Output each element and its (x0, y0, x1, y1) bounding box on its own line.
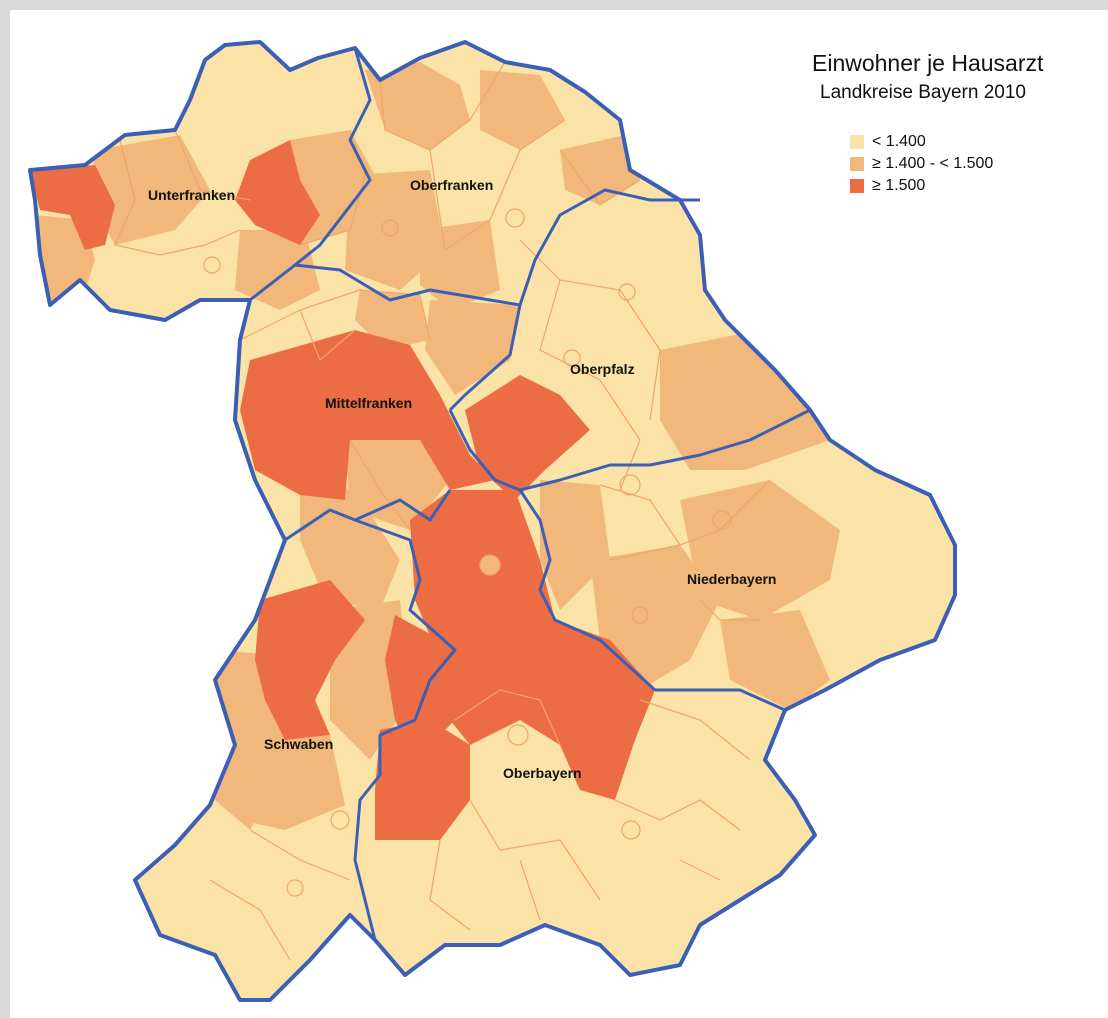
district-medium-oberfranken-north (365, 62, 470, 150)
border-oberfranken-oberpfalz (448, 188, 700, 412)
district-medium-oberfranken-northeast (480, 70, 565, 150)
legend-swatch-medium (850, 157, 864, 171)
bavaria-outer-border (28, 40, 957, 1002)
district-medium-mittelfranken-northeast (425, 300, 520, 395)
map-panel: Unterfranken Oberfranken Oberpfalz Mitte… (10, 10, 1108, 1018)
border-mittelfranken-south (354, 489, 452, 522)
border-oberpfalz-niederbayern (519, 408, 811, 492)
district-medium-oberfranken-east (560, 135, 640, 205)
region-label-oberbayern: Oberbayern (503, 765, 582, 781)
district-high-oberbayern-north (410, 490, 655, 800)
region-labels: Unterfranken Oberfranken Oberpfalz Mitte… (148, 177, 776, 781)
region-label-oberpfalz: Oberpfalz (570, 361, 635, 377)
district-high-unterfranken-west (30, 165, 115, 250)
district-medium-niederbayern-south (720, 610, 830, 710)
district-medium-oberpfalz-east (660, 330, 830, 470)
legend-item-medium: ≥ 1.400 - < 1.500 (850, 155, 993, 173)
legend-label-medium: ≥ 1.400 - < 1.500 (872, 155, 994, 172)
border-schwaben-oberbayern (284, 508, 457, 941)
border-oberpfalz-oberbayern (448, 409, 657, 692)
legend-swatch-low (850, 135, 864, 149)
district-high-unterfranken-central (235, 140, 320, 245)
region-borders (249, 47, 811, 941)
district-medium-mittelfranken-south (345, 430, 450, 530)
border-niederbayern-oberbayern (655, 688, 786, 712)
district-medium-unterfranken-southeast (235, 230, 320, 310)
legend-item-high: ≥ 1.500 (850, 177, 925, 195)
region-label-unterfranken: Unterfranken (148, 187, 235, 203)
district-high-oberbayern-southwest (375, 720, 470, 840)
district-high-oberpfalz-west (465, 375, 590, 500)
border-franken-south (294, 263, 521, 307)
legend-swatch-high (850, 179, 864, 193)
bavaria-choropleth-map: Unterfranken Oberfranken Oberpfalz Mitte… (28, 40, 957, 1002)
district-medium-unterfranken-west (90, 135, 210, 245)
district-medium-oberfranken-south (420, 220, 500, 310)
legend-label-low: < 1.400 (872, 133, 926, 150)
district-medium-mittelfranken-north (355, 290, 430, 350)
legend-title: Einwohner je Hausarzt (812, 50, 1044, 76)
district-high-mittelfranken (240, 330, 495, 500)
region-label-schwaben: Schwaben (264, 736, 333, 752)
district-medium-schwaben-south (240, 735, 345, 830)
legend-subtitle: Landkreise Bayern 2010 (820, 82, 1026, 103)
legend-item-low: < 1.400 (850, 133, 926, 151)
district-medium-niederbayern-central (590, 545, 720, 690)
region-label-oberfranken: Oberfranken (410, 177, 493, 193)
district-high-schwaben (255, 580, 365, 740)
district-medium-niederbayern-east (680, 480, 840, 620)
region-label-niederbayern: Niederbayern (687, 571, 776, 587)
region-label-mittelfranken: Mittelfranken (325, 395, 412, 411)
legend-label-high: ≥ 1.500 (872, 177, 926, 194)
